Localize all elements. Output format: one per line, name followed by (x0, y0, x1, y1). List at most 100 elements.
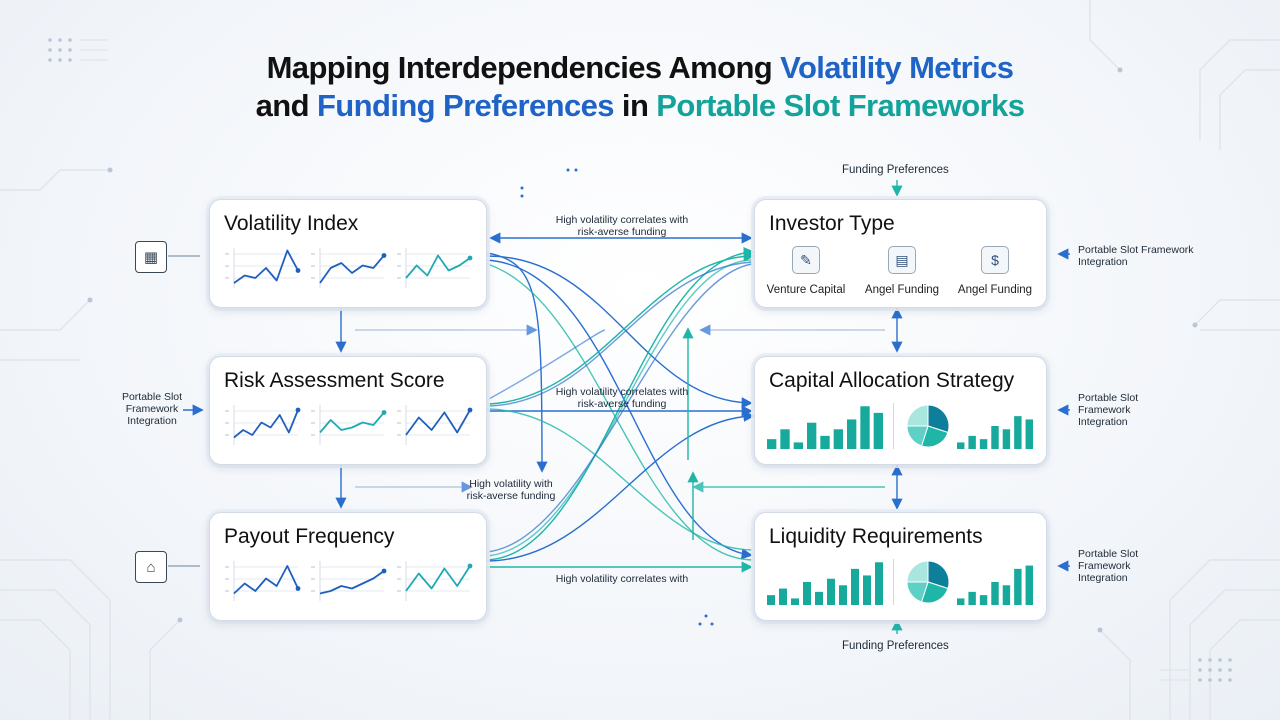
card-title: Capital Allocation Strategy (769, 369, 1015, 392)
bar (1002, 429, 1011, 449)
bar (815, 591, 823, 605)
pie-slice (906, 404, 929, 427)
connector-label-bottom: High volatility correlates with (555, 573, 689, 585)
card-title: Risk Assessment Score (224, 369, 445, 392)
bar (793, 442, 803, 449)
card-volatility-index: Volatility Index (209, 199, 487, 308)
bar (1025, 565, 1033, 605)
funding-preferences-top: Funding Preferences (842, 164, 949, 176)
sparkline-chart (397, 561, 473, 601)
data-point (295, 268, 301, 273)
card-risk-assessment-score: Risk Assessment Score (209, 356, 487, 465)
bar (873, 412, 883, 449)
bar (991, 426, 999, 449)
side-label-right-middle: Portable Slot Framework Integration (1078, 392, 1139, 428)
page-title-line-2: and Funding Preferences in Portable Slot… (255, 88, 1025, 123)
bar (957, 598, 965, 605)
series-line (405, 254, 471, 279)
investor-angel-funding: ▤ Angel Funding (857, 246, 947, 296)
series-line (233, 565, 299, 595)
bar (833, 429, 843, 449)
data-point (467, 255, 473, 261)
card-title: Payout Frequency (224, 525, 395, 548)
bar (979, 439, 988, 449)
pie-slice (906, 560, 929, 583)
bar (863, 575, 871, 605)
investor-label: Angel Funding (957, 284, 1033, 296)
bar (968, 591, 976, 605)
sparkline-chart (225, 561, 301, 601)
sparkline-chart (225, 405, 301, 445)
side-label-right-bottom: Portable Slot Framework Integration (1078, 548, 1139, 584)
bar (957, 442, 965, 449)
bar (1014, 416, 1022, 449)
bar (875, 562, 883, 605)
chart-doc-icon: ▤ (888, 246, 916, 274)
bar (991, 582, 999, 605)
data-point (381, 410, 387, 415)
card-title: Investor Type (769, 212, 895, 235)
sparkline-chart (225, 248, 301, 288)
series-line (405, 565, 471, 592)
bar-chart (767, 406, 883, 449)
pie-slice (920, 425, 949, 448)
card-title: Liquidity Requirements (769, 525, 983, 548)
bar (1025, 419, 1033, 449)
bar (847, 419, 857, 449)
pie-slice (920, 581, 949, 604)
bar (979, 595, 988, 605)
investor-label: Venture Capital (766, 284, 846, 296)
pie-chart (906, 404, 950, 448)
bar-chart (767, 562, 883, 605)
card-capital-allocation-strategy: Capital Allocation Strategy (754, 356, 1047, 465)
data-point (381, 568, 387, 574)
bar (820, 435, 830, 449)
sparkline-chart (311, 405, 387, 445)
investor-label: Angel Funding (864, 284, 940, 296)
sparkline-chart (397, 248, 473, 288)
bar (767, 595, 775, 605)
divider (893, 403, 894, 449)
bar (827, 578, 835, 605)
bar-chart (957, 565, 1033, 605)
pen-icon: ✎ (792, 246, 820, 274)
bar (779, 588, 787, 605)
slot-machine-icon: ▦ (135, 241, 167, 273)
pie-slice (927, 404, 950, 434)
bar (851, 568, 859, 605)
bar (803, 582, 811, 605)
data-point (467, 563, 473, 569)
bar (1014, 568, 1022, 605)
data-point (381, 253, 387, 258)
bar (860, 406, 870, 449)
bar (780, 429, 790, 449)
sparkline-chart (311, 561, 387, 601)
series-line (233, 249, 299, 284)
bar (791, 598, 799, 605)
investor-angel-funding-2: $ Angel Funding (950, 246, 1040, 296)
card-title: Volatility Index (224, 212, 359, 235)
pie-slice (927, 560, 950, 590)
side-label-right-top: Portable Slot Framework Integration (1078, 244, 1194, 268)
data-point (467, 407, 473, 413)
divider (893, 559, 894, 605)
sparkline-chart (311, 248, 387, 288)
side-label-left: Portable Slot Framework Integration (121, 391, 183, 427)
page-title-line-1: Mapping Interdependencies Among Volatili… (266, 50, 1014, 85)
slot-machine-icon: ⌂ (135, 551, 167, 583)
bar (767, 439, 777, 449)
bar (1002, 585, 1011, 605)
bar-chart (957, 416, 1033, 449)
funding-preferences-bottom: Funding Preferences (842, 640, 949, 652)
card-investor-type: Investor Type ✎ Venture Capital ▤ Angel … (754, 199, 1047, 308)
bar (968, 435, 976, 449)
data-point (295, 586, 301, 591)
series-line (319, 411, 385, 434)
series-line (405, 409, 471, 436)
card-liquidity-requirements: Liquidity Requirements (754, 512, 1047, 621)
